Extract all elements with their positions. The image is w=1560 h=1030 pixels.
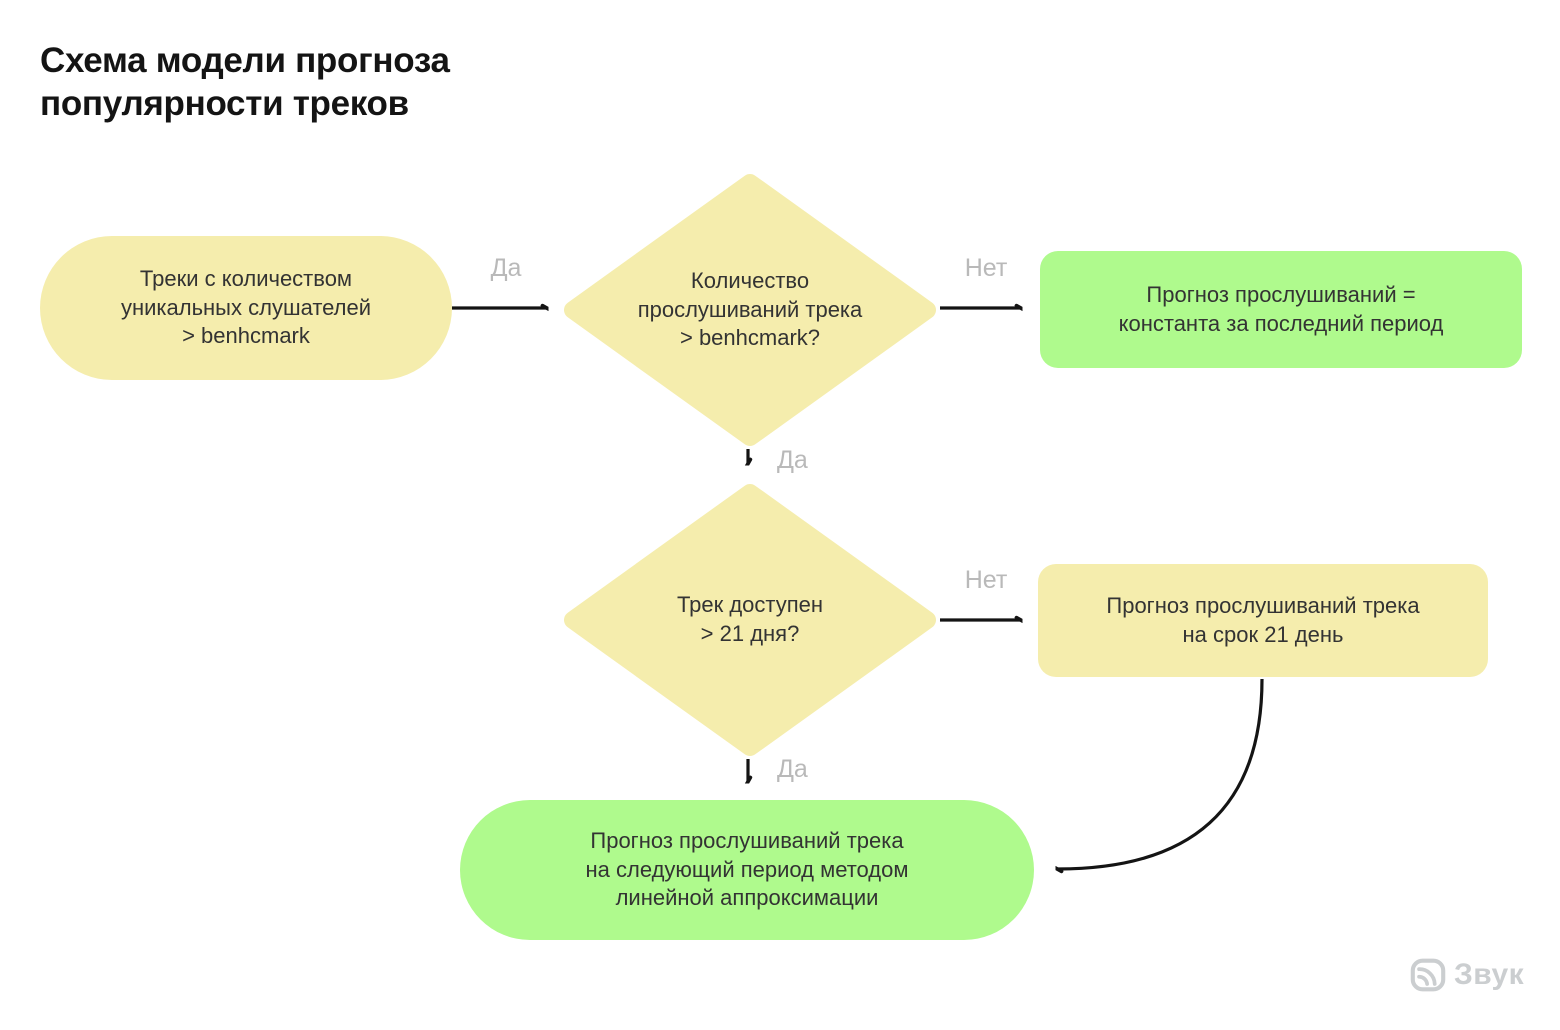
node-decision1-line: Количество: [690, 268, 810, 294]
node-decision-listen-count: Количество прослушиваний трека > benhcma…: [563, 173, 937, 447]
node-start-line: > benhcmark: [182, 323, 310, 349]
diamond-shape: [564, 174, 936, 446]
node-outcome-21day-forecast: Прогноз прослушиваний трека на срок 21 д…: [1038, 564, 1488, 677]
page-title-line-1: Схема модели прогноза: [40, 41, 450, 80]
zvuk-logo: Звук: [1410, 958, 1524, 992]
node-start-line: уникальных слушателей: [120, 294, 372, 320]
node-decision1-line: > benhcmark?: [679, 325, 821, 351]
zvuk-logo-text: Звук: [1454, 958, 1525, 991]
node-decision2-line: Трек доступен: [676, 592, 824, 618]
node-start-line: Треки с количеством: [139, 266, 353, 292]
node-outcome1-line: константа за последний период: [1118, 310, 1444, 336]
node-decision1-text: Количество прослушиваний трека > benhcma…: [563, 173, 937, 447]
edge-label-yes-2: Да: [777, 446, 808, 474]
diamond-shape: [564, 484, 936, 756]
node-outcome2-line: Прогноз прослушиваний трека: [1106, 592, 1420, 618]
node-decision2-line: > 21 дня?: [700, 621, 800, 646]
edge-label-no-1: Нет: [964, 254, 1008, 282]
node-outcome1-line: Прогноз прослушиваний =: [1146, 281, 1416, 307]
page-title-line-2: популярности треков: [40, 83, 409, 123]
edge-label-yes-1: Да: [490, 254, 522, 282]
node-final-linear-approximation: Прогноз прослушиваний трека на следующий…: [460, 800, 1034, 940]
node-final-line: Прогноз прослушиваний трека: [590, 828, 904, 854]
node-final-line: на следующий период методом: [585, 856, 909, 882]
node-outcome-constant-forecast: Прогноз прослушиваний = константа за пос…: [1040, 251, 1522, 368]
edge-label-no-2: Нет: [964, 566, 1008, 594]
zvuk-logo-icon: [1410, 958, 1446, 992]
node-outcome2-line: на срок 21 день: [1182, 621, 1344, 647]
edge-label-yes-3: Да: [777, 755, 808, 783]
page-title: Схема модели прогноза популярности треко…: [40, 40, 600, 125]
node-decision1-line: прослушиваний трека: [637, 296, 863, 322]
arrow-outcome2-to-final: [1058, 678, 1264, 869]
node-start: Треки с количеством уникальных слушателе…: [40, 236, 452, 380]
node-final-line: линейной аппроксимации: [615, 885, 879, 911]
node-decision2-text: Трек доступен > 21 дня?: [563, 483, 937, 757]
node-decision-track-age: Трек доступен > 21 дня?: [563, 483, 937, 757]
